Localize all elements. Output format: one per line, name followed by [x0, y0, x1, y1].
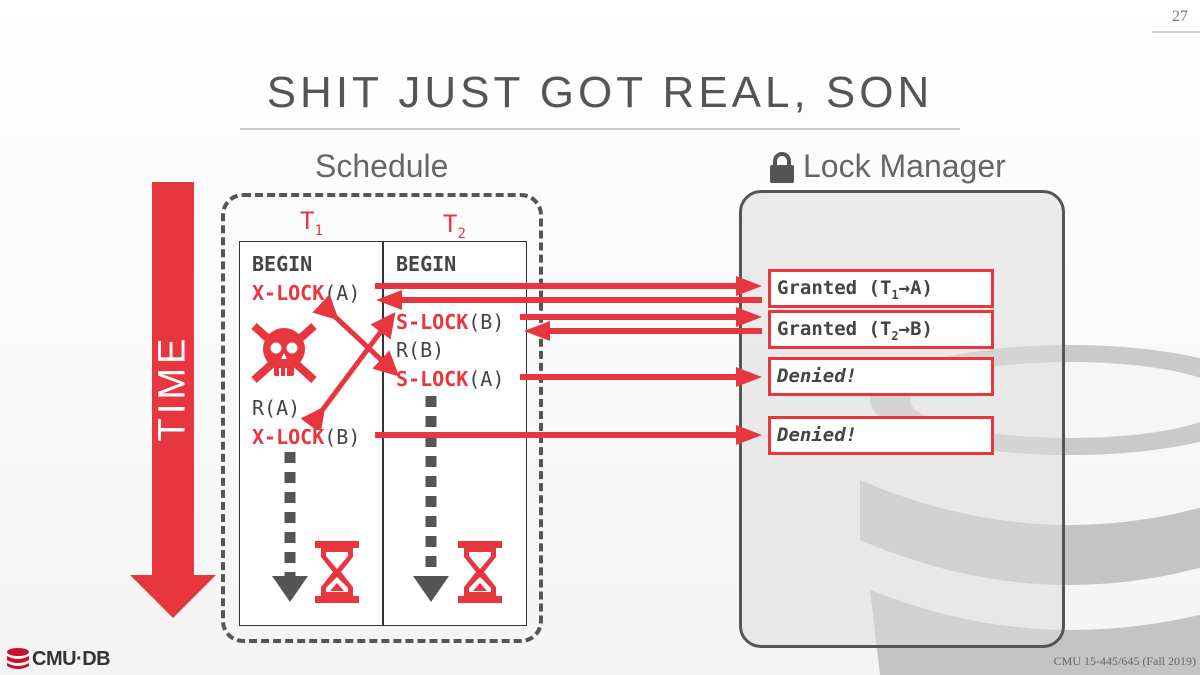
lock-manager-heading: Lock Manager	[803, 148, 1006, 184]
time-label: TIME	[151, 334, 194, 442]
page-number-rule	[1152, 31, 1200, 33]
t1-begin: BEGIN	[252, 252, 313, 276]
t1-label: T1	[300, 207, 323, 239]
schedule-container	[221, 193, 543, 643]
cmu-db-logo-text: CMU·DB	[32, 648, 111, 670]
slide-title: SHIT JUST GOT REAL, SON	[266, 68, 934, 117]
t2-slock-a: S-LOCK(A)	[396, 367, 505, 391]
lock-response-denied-t1: Denied!	[768, 416, 994, 455]
lock-response-denied-t2: Denied!	[768, 357, 994, 396]
lock-request-arrows	[375, 276, 762, 445]
hourglass-icon	[315, 541, 359, 603]
t2-label: T2	[443, 210, 466, 242]
t1-read-a: R(A)	[252, 396, 301, 420]
t2-read-b: R(B)	[396, 338, 445, 362]
lock-response-granted-t2: Granted (T2→B)	[768, 310, 994, 349]
lock-response-granted-t1: Granted (T1→A)	[768, 269, 994, 308]
title-divider	[240, 128, 960, 130]
page-number: 27	[1172, 8, 1188, 25]
t2-wait-arrow	[413, 396, 449, 602]
deadlock-arrows	[300, 294, 400, 430]
course-footer: CMU 15-445/645 (Fall 2019)	[1053, 654, 1196, 668]
time-arrow	[130, 182, 216, 618]
cmu-db-logo-icon	[7, 648, 29, 669]
lock-icon	[770, 152, 794, 183]
hourglass-icon	[458, 541, 502, 603]
t1-wait-arrow	[272, 452, 308, 602]
t2-slock-b: S-LOCK(B)	[396, 310, 505, 334]
t2-begin: BEGIN	[396, 252, 457, 276]
schedule-heading: Schedule	[315, 148, 449, 184]
